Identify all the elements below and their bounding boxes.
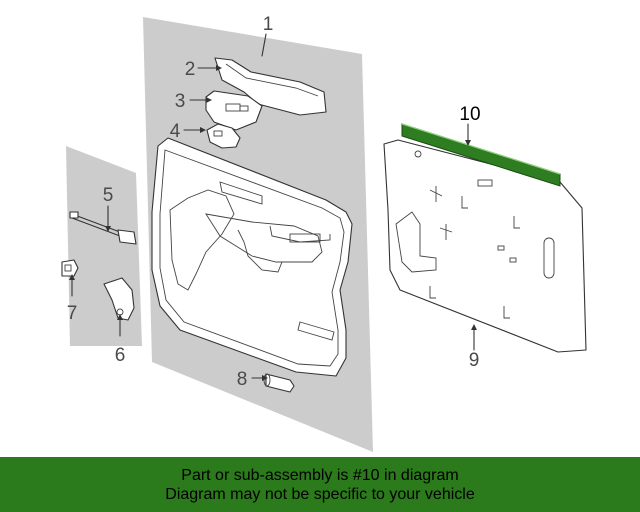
part-2-armrest-trim[interactable] <box>214 57 327 116</box>
callout-5: 5 <box>103 185 114 206</box>
info-banner: Part or sub-assembly is #10 in diagram D… <box>0 457 640 512</box>
parts-diagram: 1 2 3 4 5 6 7 8 9 10 <box>61 14 587 452</box>
callout-3: 3 <box>175 91 186 112</box>
callout-6: 6 <box>115 345 126 366</box>
callout-7: 7 <box>67 303 78 324</box>
callout-10: 10 <box>459 104 480 125</box>
part-7-clip[interactable] <box>61 259 79 277</box>
part-5-lock-rod[interactable] <box>69 211 137 245</box>
part-4-lock-switch[interactable] <box>206 123 241 149</box>
leader-lines <box>69 33 477 381</box>
callout-2: 2 <box>185 59 196 80</box>
callout-9: 9 <box>469 350 480 371</box>
part-1-door-trim-panel[interactable] <box>151 137 353 377</box>
part-9-water-deflector[interactable] <box>383 139 587 353</box>
banner-line-2: Diagram may not be specific to your vehi… <box>165 485 475 503</box>
banner-line-1: Part or sub-assembly is #10 in diagram <box>181 466 459 484</box>
part-10-weatherstrip-highlight[interactable] <box>401 123 561 187</box>
callout-1: 1 <box>263 14 274 35</box>
part-8-plug[interactable] <box>263 373 295 393</box>
part-3-switch-bezel[interactable] <box>205 90 263 131</box>
callout-8: 8 <box>237 369 248 390</box>
callout-4: 4 <box>170 121 181 142</box>
